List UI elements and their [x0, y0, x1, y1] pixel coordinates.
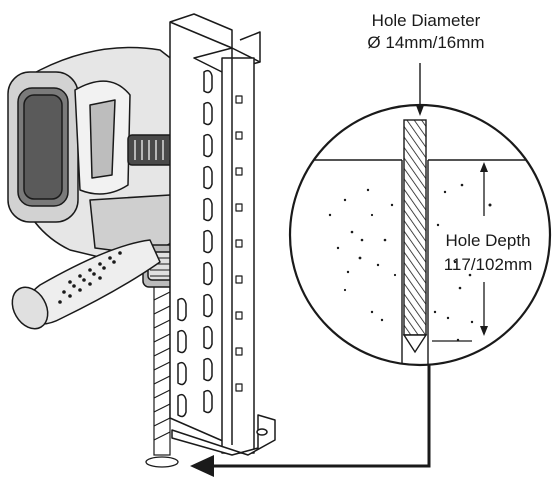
magnified-hole-detail-icon: [288, 103, 552, 367]
concrete-speckles: [328, 183, 492, 342]
drill-hole-floor: [145, 456, 179, 468]
detail-leader-arrow: [190, 364, 431, 477]
hammer-drill-icon: [7, 46, 210, 330]
hole-diameter-title: Hole Diameter: [372, 11, 481, 30]
drill-bit: [153, 284, 171, 456]
hole-diameter-pointer: [415, 63, 425, 116]
hole-diameter-value: Ø 14mm/16mm: [367, 33, 484, 52]
rack-upright-icon: [169, 13, 276, 456]
hole-depth-value: 117/102mm: [444, 255, 533, 274]
hole-depth-title: Hole Depth: [445, 231, 530, 250]
hole-depth-dimension: [432, 162, 488, 342]
